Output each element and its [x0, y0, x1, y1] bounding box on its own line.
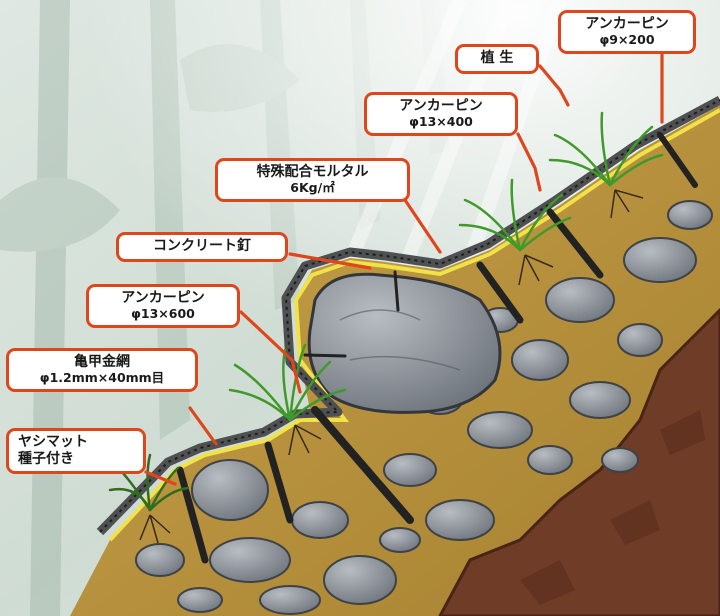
label-name: 特殊配合モルタル — [256, 164, 369, 180]
roots — [139, 189, 644, 544]
anchor-pins — [176, 132, 698, 564]
label-spec: φ13×600 — [131, 305, 195, 321]
label-name: コンクリート釘 — [153, 238, 251, 254]
label-name: アンカーピン — [585, 16, 669, 32]
label-anchor-pin-upper: アンカーピン φ13×400 — [364, 92, 518, 137]
label-name: 植 生 — [480, 50, 514, 66]
label-anchor-pin-top: アンカーピン φ9×200 — [558, 10, 696, 55]
label-spec: φ13×400 — [409, 113, 473, 129]
label-name: アンカーピン — [121, 290, 205, 306]
label-name: 亀甲金網 — [74, 354, 130, 370]
leader-lines — [144, 50, 664, 486]
label-name: ヤシマット — [18, 434, 88, 450]
label-spec: 種子付き — [18, 450, 74, 467]
label-mortar: 特殊配合モルタル 6Kg/㎡ — [215, 158, 410, 203]
wire-mesh-line — [108, 108, 720, 542]
label-name: アンカーピン — [399, 98, 483, 114]
label-vegetation: 植 生 — [455, 44, 539, 74]
label-spec: φ1.2mm×40mm目 — [39, 369, 165, 385]
label-concrete-nail: コンクリート釘 — [116, 232, 288, 262]
label-spec: φ9×200 — [599, 31, 655, 47]
label-wire-mesh: 亀甲金網 φ1.2mm×40mm目 — [6, 348, 198, 393]
label-anchor-pin-middle: アンカーピン φ13×600 — [86, 284, 240, 329]
bedrock-layer — [438, 307, 720, 616]
label-palm-mat: ヤシマット 種子付き — [6, 428, 146, 475]
label-spec: 6Kg/㎡ — [290, 179, 335, 195]
